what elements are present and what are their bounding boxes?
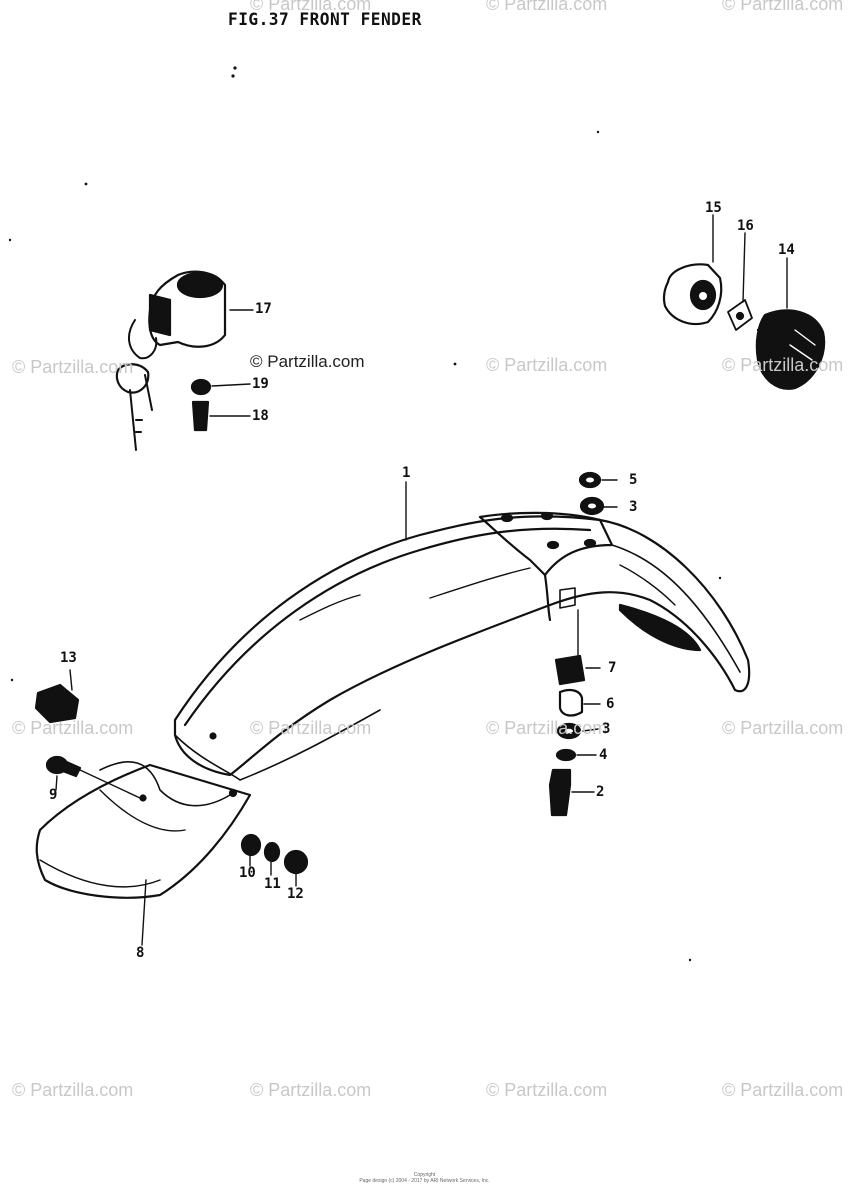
mud-flap-part: [35, 761, 252, 899]
nut-13: [34, 683, 80, 724]
front-fender-part: [173, 511, 751, 781]
washer-19: [190, 378, 212, 396]
callout-12: 12: [287, 886, 304, 902]
figure-title: FIG.37 FRONT FENDER: [228, 10, 422, 30]
screw-18: [191, 400, 210, 432]
watermark: © Partzilla.com: [722, 1080, 844, 1100]
copyright-label: Copyright: [413, 1172, 436, 1178]
callout-5: 5: [629, 472, 638, 488]
callout-15: 15: [705, 200, 722, 216]
watermark: © Partzilla.com: [250, 352, 365, 371]
callout-18: 18: [252, 408, 269, 424]
lock-washer-4: [555, 748, 577, 762]
washer-11: [263, 841, 281, 863]
watermark: © Partzilla.com: [12, 1080, 134, 1100]
reflector-14: [755, 309, 826, 390]
callout-16: 16: [737, 218, 754, 234]
spacer-6: [558, 688, 584, 717]
callout-13: 13: [60, 650, 77, 666]
scan-specks: [8, 66, 722, 962]
callout-4: 4: [599, 747, 608, 763]
leader-lines: [55, 214, 788, 946]
watermark: © Partzilla.com: [486, 355, 608, 375]
watermark: © Partzilla.com: [722, 355, 844, 375]
callout-10: 10: [239, 865, 256, 881]
callout-7: 7: [608, 660, 617, 676]
washer-3a: [579, 496, 605, 516]
callout-3: 3: [629, 499, 638, 515]
watermark: © Partzilla.com: [250, 1080, 372, 1100]
callout-14: 14: [778, 242, 795, 258]
watermark: © Partzilla.com: [486, 1080, 608, 1100]
callout-19: 19: [252, 376, 269, 392]
watermark: © Partzilla.com: [250, 0, 372, 14]
callout-2: 2: [596, 784, 605, 800]
watermark: © Partzilla.com: [722, 0, 844, 14]
callout-6: 6: [606, 696, 615, 712]
watermark: © Partzilla.com: [486, 718, 608, 738]
bushing-7: [554, 654, 586, 686]
callout-11: 11: [264, 876, 281, 892]
callout-1: 1: [402, 465, 411, 481]
ignition-switch-part: [115, 270, 227, 451]
bolt-2: [548, 768, 572, 817]
gasket-16: [727, 299, 753, 331]
copyright-footer: Copyright Page design (c) 2004 - 2017 by…: [0, 1172, 849, 1184]
washer-3b: [556, 722, 582, 740]
watermark: © Partzilla.com: [722, 718, 844, 738]
page-design-credit: Page design (c) 2004 - 2017 by ARI Netwo…: [359, 1178, 490, 1184]
callout-8: 8: [136, 945, 145, 961]
callout-9: 9: [49, 787, 58, 803]
socket-15: [662, 263, 723, 326]
nut-5: [578, 471, 602, 489]
bolt-9: [45, 755, 82, 778]
watermark: © Partzilla.com: [12, 357, 134, 377]
washer-10: [240, 833, 262, 857]
nut-12: [283, 849, 309, 875]
watermark: © Partzilla.com: [250, 718, 372, 738]
callout-3: 3: [602, 721, 611, 737]
watermark: © Partzilla.com: [486, 0, 608, 14]
watermark: © Partzilla.com: [12, 718, 134, 738]
callout-17: 17: [255, 301, 272, 317]
